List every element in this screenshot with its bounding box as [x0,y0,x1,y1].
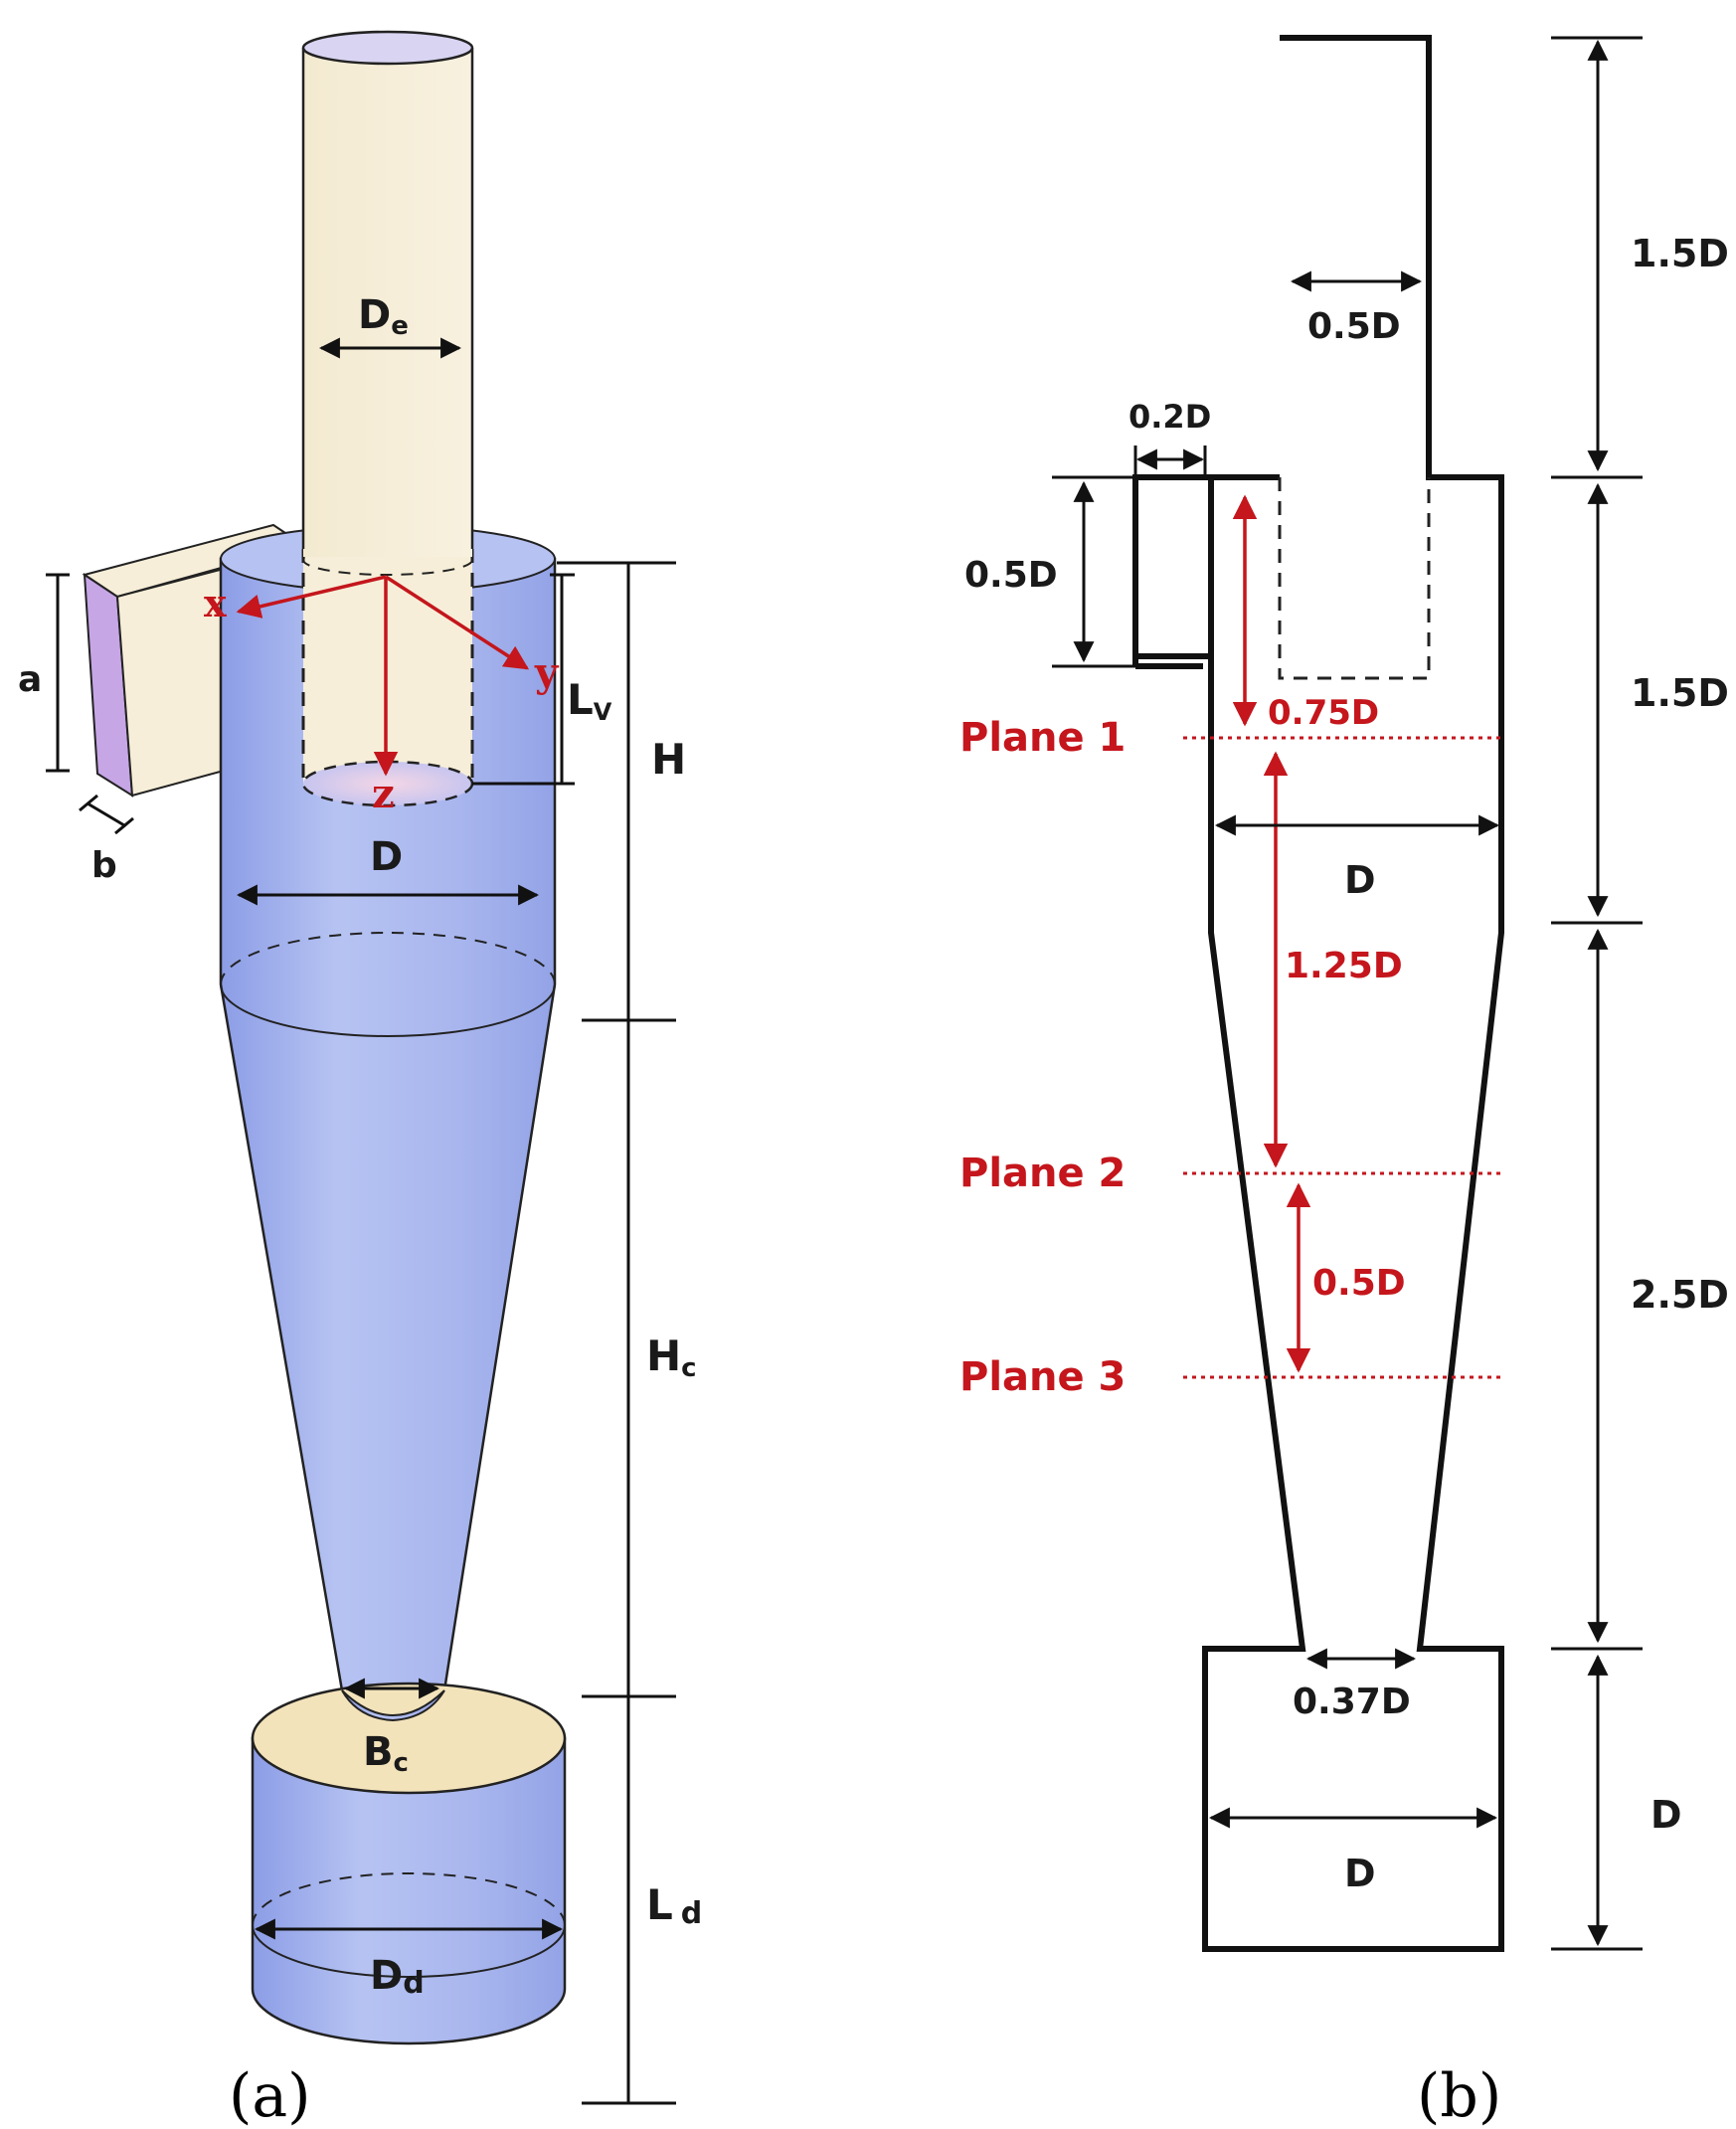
label-a: a [18,659,42,700]
label-Hc: Hc [646,1331,697,1383]
dim-cone-bottom: 0.37D [1293,1682,1411,1722]
dim-cylinder-height: 1.5D [1631,671,1729,715]
dust-hopper [251,1682,567,2045]
label-Lv: LV [567,675,612,726]
axis-x-label: x [204,581,227,625]
plane-offsets: 0.75D 1.25D 0.5D [1232,494,1406,1373]
planes: Plane 1 Plane 2 Plane 3 [959,715,1501,1400]
label-D-a: D [370,834,403,880]
offset-0.75D: 0.75D [1268,693,1379,733]
label-H: H [651,735,686,784]
axis-z-label: z [372,771,395,817]
label-De: De [358,292,409,341]
offset-1.25D: 1.25D [1285,946,1403,986]
cylinder-cone-junction [220,983,556,1037]
offset-0.5D-red: 0.5D [1312,1263,1406,1304]
panel-b-2d-schematic: Plane 1 Plane 2 Plane 3 0.75D 1.25D 0.5D… [959,35,1729,2129]
plane-1-label: Plane 1 [959,715,1126,761]
panel-b-dimensions: 0.5D 0.2D 0.5D D 0.37D D [964,36,1729,1951]
dim-inlet-height: 0.5D [964,555,1058,596]
dim-dustbin-height: D [1650,1793,1682,1837]
dim-dustbin-width: D [1344,1852,1376,1895]
dim-body-width: D [1344,858,1376,902]
dim-inlet-width: 0.2D [1128,398,1211,436]
tangential-inlet [82,523,306,798]
caption-b: (b) [1417,2061,1501,2129]
label-Dd: Dd [370,1953,425,2001]
dim-outlet-width: 0.5D [1307,306,1401,347]
caption-a: (a) [229,2061,311,2129]
panel-a-3d-cyclone: x y z De a b D LV [18,30,702,2129]
axis-y-label: y [534,649,560,696]
panel-a-dimensions: De a b D LV H Hc [18,292,702,2105]
coordinate-axes: x y z [204,575,560,817]
dim-outlet-height: 1.5D [1631,232,1729,275]
vortex-finder-dashed [1278,477,1431,680]
plane-2-label: Plane 2 [959,1151,1126,1196]
label-b: b [91,845,117,886]
dim-cone-height: 2.5D [1631,1273,1729,1317]
plane-3-label: Plane 3 [959,1354,1126,1400]
label-Bc: Bc [363,1729,409,1778]
gas-outlet-tube [301,30,474,557]
